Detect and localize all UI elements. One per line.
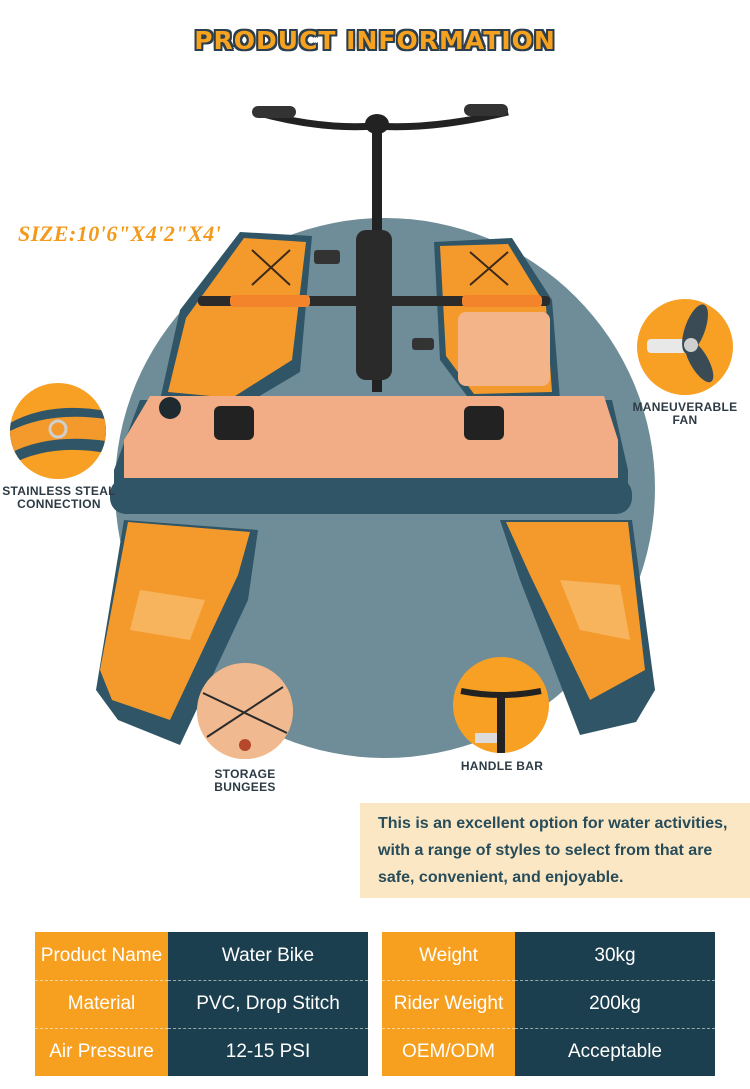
table-row: Product Name Water Bike xyxy=(35,932,368,981)
table-row: OEM/ODM Acceptable xyxy=(382,1028,715,1076)
size-label: SIZE:10'6"X4'2"X4' xyxy=(18,221,222,246)
spec-label: Weight xyxy=(382,932,515,981)
spec-label: Air Pressure xyxy=(35,1028,168,1076)
table-row: Air Pressure 12-15 PSI xyxy=(35,1028,368,1076)
page-title: PRODUCT INFORMATION xyxy=(194,26,556,55)
spec-value: Water Bike xyxy=(168,932,368,981)
spec-value: 30kg xyxy=(515,932,715,981)
spec-value: 12-15 PSI xyxy=(168,1028,368,1076)
spec-label: OEM/ODM xyxy=(382,1028,515,1076)
spec-label: Product Name xyxy=(35,932,168,981)
spec-label: Rider Weight xyxy=(382,980,515,1029)
spec-value: 200kg xyxy=(515,980,715,1029)
handlebar-feature-label: HANDLE BAR xyxy=(460,759,544,773)
fan-feature-label: MANEUVERABLE FAN xyxy=(632,400,738,427)
spec-table-right: Weight 30kg Rider Weight 200kg OEM/ODM A… xyxy=(382,932,715,1076)
table-row: Weight 30kg xyxy=(382,932,715,981)
spec-table-left: Product Name Water Bike Material PVC, Dr… xyxy=(35,932,368,1076)
table-row: Material PVC, Drop Stitch xyxy=(35,980,368,1029)
description-box: This is an excellent option for water ac… xyxy=(360,803,750,898)
table-row: Rider Weight 200kg xyxy=(382,980,715,1029)
spec-value: Acceptable xyxy=(515,1028,715,1076)
description-text: This is an excellent option for water ac… xyxy=(378,815,728,886)
bungees-feature-image xyxy=(197,663,293,759)
connection-feature-label: STAINLESS STEAL CONNECTION xyxy=(2,484,116,511)
spec-value: PVC, Drop Stitch xyxy=(168,980,368,1029)
connection-feature-image xyxy=(10,383,106,479)
water-bike-illustration xyxy=(96,104,655,745)
bungees-feature-label: STORAGE BUNGEES xyxy=(214,767,276,794)
fan-feature-image xyxy=(637,299,733,395)
handlebar-feature-image xyxy=(453,657,549,753)
spec-label: Material xyxy=(35,980,168,1029)
